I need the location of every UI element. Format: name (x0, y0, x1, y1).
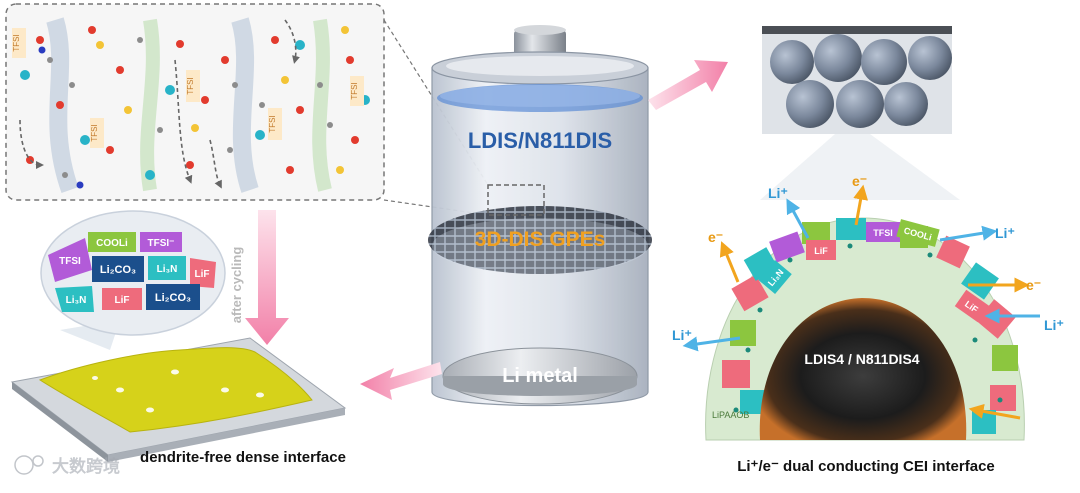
svg-text:LiF: LiF (115, 295, 130, 306)
carrier-label: Li⁺ (995, 225, 1015, 241)
cei-cell: LiF (806, 240, 836, 260)
sei-cell: Li₂CO₃ (92, 256, 144, 282)
shell-label: LiPAAOB (712, 410, 749, 420)
sei-cell: TFSI⁻ (140, 232, 182, 252)
svg-text:TFSI: TFSI (12, 34, 21, 51)
cathode-core-label: LDIS4 / N811DIS4 (804, 351, 919, 367)
pink-arrow-to-cathode (648, 60, 728, 110)
tfsi-tag: TFSI (90, 118, 104, 148)
cathode-particles (762, 26, 952, 134)
pink-arrow-to-anode (360, 362, 442, 400)
tfsi-tag: TFSI (12, 28, 26, 58)
svg-text:LiF: LiF (814, 246, 828, 256)
tfsi-tag: TFSI (350, 76, 364, 106)
right-caption: Li⁺/e⁻ dual conducting CEI interface (737, 458, 995, 475)
svg-text:COOLi: COOLi (96, 238, 128, 249)
sei-bubble: TFSI COOLi TFSI⁻ Li₂CO₃ Li₃N LiF Li₃N L (41, 211, 225, 350)
polymer-chain (319, 20, 325, 190)
tfsi-tag: TFSI (186, 70, 200, 102)
svg-text:TFSI: TFSI (186, 77, 195, 94)
sei-cell: Li₃N (148, 256, 186, 280)
svg-text:LiF: LiF (195, 269, 210, 280)
li-metal-plate (12, 338, 345, 462)
carrier-label: Li⁺ (1044, 317, 1064, 333)
carrier-label: e⁻ (1026, 277, 1041, 293)
battery-top-label: LDIS/N811DIS (468, 128, 612, 153)
svg-text:TFSI⁻: TFSI⁻ (148, 238, 175, 249)
svg-text:TFSI: TFSI (873, 228, 893, 238)
sei-cell: LiF (102, 288, 142, 310)
watermark-logo-icon (15, 456, 33, 474)
svg-text:TFSI: TFSI (350, 82, 359, 99)
molecular-inset: TFSI TFSI TFSI TFSI TFSI (6, 4, 384, 200)
sei-cell: LiF (190, 258, 216, 288)
sei-cell: COOLi (88, 232, 136, 252)
battery-middle-label: 3D-DIS GPEs (475, 228, 606, 251)
left-caption: dendrite-free dense interface (140, 449, 346, 466)
cathode-particle (786, 80, 834, 128)
svg-text:Li₂CO₃: Li₂CO₃ (100, 264, 136, 276)
cei-particle: TFSI COOLi LiF Li₃N LiF LDIS4 / N811DIS4… (706, 218, 1025, 440)
svg-text:大数跨境: 大数跨境 (52, 456, 120, 476)
sei-cell: Li₂CO₃ (146, 284, 200, 310)
zoom-cone (760, 134, 960, 200)
svg-text:TFSI: TFSI (90, 124, 99, 141)
battery-bottom-label: Li metal (502, 365, 578, 387)
polymer-chain (147, 20, 153, 190)
cathode-particle (814, 34, 862, 82)
cathode-particle (908, 36, 952, 80)
carrier-label: Li⁺ (672, 327, 692, 343)
cathode-particle (836, 80, 884, 128)
svg-text:TFSI: TFSI (268, 115, 277, 132)
carrier-label: Li⁺ (768, 185, 788, 201)
svg-text:Li₃N: Li₃N (157, 264, 178, 275)
svg-text:TFSI: TFSI (59, 256, 81, 267)
cathode-particle (884, 82, 928, 126)
carrier-label: e⁻ (852, 173, 867, 189)
tfsi-tag: TFSI (268, 108, 282, 140)
cathode-particle (861, 39, 907, 85)
polymer-chain (240, 20, 250, 190)
carrier-label: e⁻ (708, 229, 723, 245)
cei-cell: TFSI (866, 222, 900, 242)
after-cycling-arrow: after cycling (229, 210, 289, 345)
svg-text:Li₂CO₃: Li₂CO₃ (155, 292, 191, 304)
watermark: 大数跨境 (15, 456, 120, 476)
battery: LDIS/N811DIS 3D-DIS GPEs Li metal (428, 25, 652, 406)
cathode-particle (770, 40, 814, 84)
after-cycling-label: after cycling (229, 247, 244, 324)
svg-text:Li₃N: Li₃N (66, 295, 87, 306)
